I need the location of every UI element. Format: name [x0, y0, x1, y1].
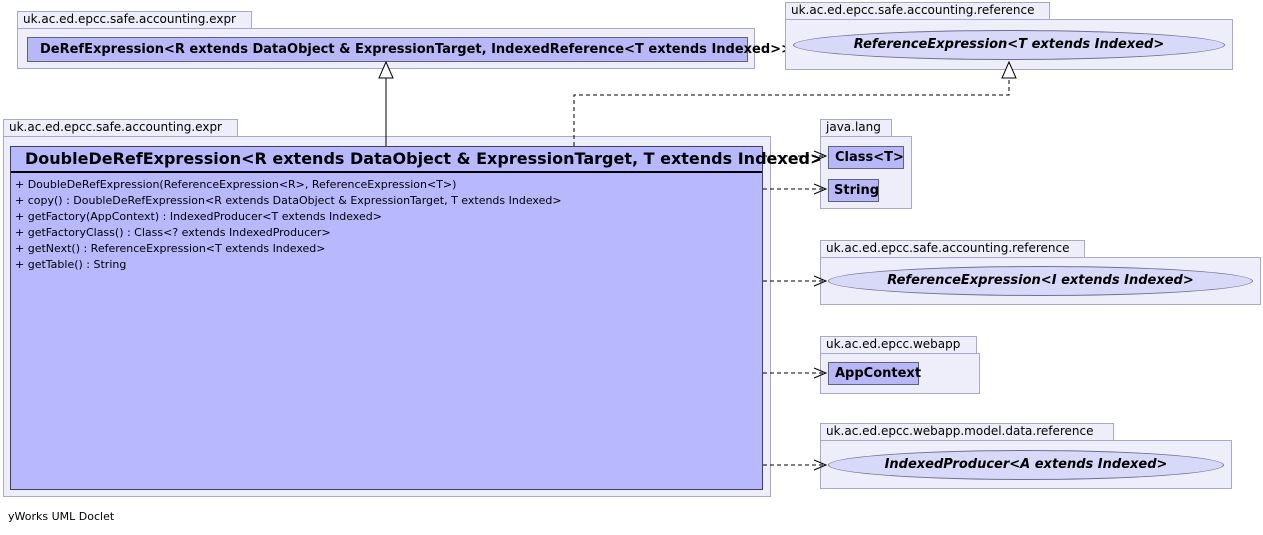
- dependency-arrow-string: [813, 183, 828, 195]
- class-string[interactable]: String: [828, 179, 879, 202]
- member-get-next: + getNext() : ReferenceExpression<T exte…: [15, 242, 326, 255]
- member-constructor: + DoubleDeRefExpression(ReferenceExpress…: [15, 178, 457, 191]
- class-class-t[interactable]: Class<T>: [828, 146, 904, 169]
- footer-credit: yWorks UML Doclet: [8, 510, 115, 523]
- realization-line: [573, 78, 1010, 146]
- package-tab-expr-top: uk.ac.ed.epcc.safe.accounting.expr: [17, 11, 252, 29]
- member-get-table: + getTable() : String: [15, 258, 127, 271]
- dependency-arrow-producer: [813, 459, 828, 471]
- class-title: DoubleDeRefExpression<R extends DataObje…: [11, 147, 823, 173]
- inheritance-arrowhead: [378, 60, 394, 79]
- package-tab-webapp-model-ref: uk.ac.ed.epcc.webapp.model.data.referenc…: [820, 423, 1114, 441]
- package-tab-reference-mid: uk.ac.ed.epcc.safe.accounting.reference: [820, 240, 1085, 258]
- interface-indexed-producer[interactable]: IndexedProducer<A extends Indexed>: [828, 450, 1224, 480]
- realization-arrowhead: [1001, 60, 1017, 79]
- member-copy: + copy() : DoubleDeRefExpression<R exten…: [15, 194, 562, 207]
- class-app-context[interactable]: AppContext: [828, 362, 921, 385]
- member-get-factory: + getFactory(AppContext) : IndexedProduc…: [15, 210, 382, 223]
- package-tab-java-lang: java.lang: [820, 119, 892, 137]
- class-deref-expression[interactable]: DeRefExpression<R extends DataObject & E…: [27, 37, 792, 62]
- dependency-arrow-appcontext: [813, 367, 828, 379]
- member-get-factory-class: + getFactoryClass() : Class<? extends In…: [15, 226, 331, 239]
- dependency-arrow-reference: [813, 275, 828, 287]
- member-list: + DoubleDeRefExpression(ReferenceExpress…: [11, 173, 762, 273]
- dependency-arrow-class: [813, 150, 828, 162]
- interface-reference-expression-top[interactable]: ReferenceExpression<T extends Indexed>: [793, 30, 1225, 60]
- package-tab-webapp: uk.ac.ed.epcc.webapp: [820, 336, 977, 354]
- class-double-deref-expression[interactable]: DoubleDeRefExpression<R extends DataObje…: [10, 146, 823, 490]
- interface-reference-expression-mid[interactable]: ReferenceExpression<I extends Indexed>: [828, 266, 1253, 296]
